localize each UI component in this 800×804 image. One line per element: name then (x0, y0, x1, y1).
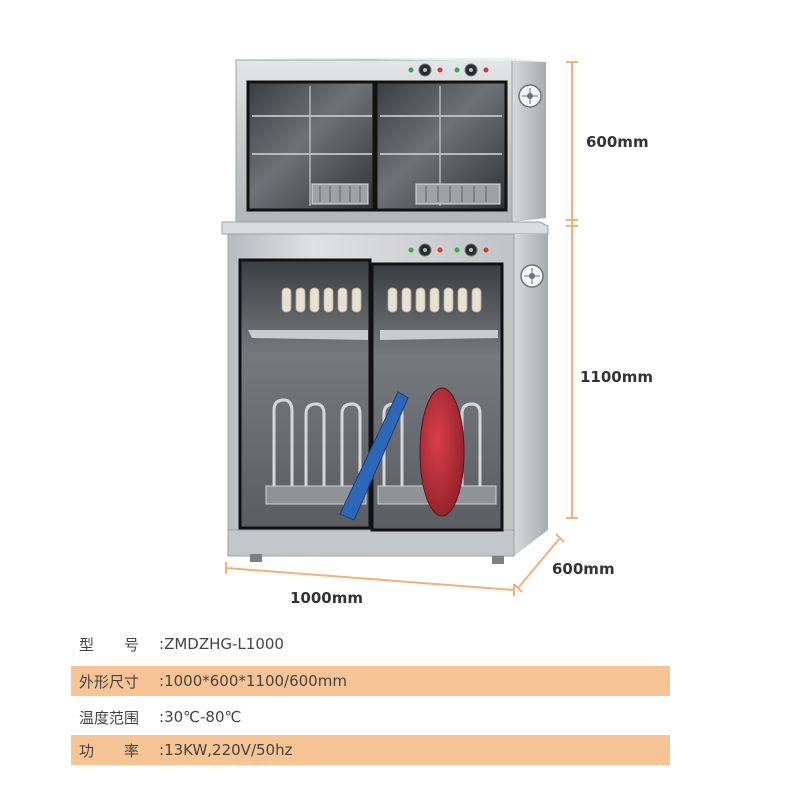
indicator-light-icon (454, 247, 460, 253)
spec-label: 功 率 (79, 741, 140, 760)
spec-separator: : (159, 708, 165, 726)
spec-row-power: 功 率 : 13KW,220V/50hz (71, 735, 670, 765)
spec-value: 30℃-80℃ (164, 708, 242, 726)
upper-height-label: 600mm (586, 133, 649, 151)
lower-cabinet (221, 221, 549, 564)
red-round-tray (419, 387, 465, 517)
spec-row-model: 型 号 : ZMDZHG-L1000 (71, 629, 670, 659)
indicator-light-icon (408, 247, 414, 253)
upper-cabinet (235, 58, 546, 223)
spec-separator: : (159, 635, 165, 653)
lower-side-panel (514, 234, 548, 556)
spec-row-temperature: 温度范围 : 30℃-80℃ (71, 702, 670, 732)
dimension-lines (225, 61, 578, 596)
spec-label: 温度范围 (79, 708, 140, 727)
spec-row-dimensions: 外形尺寸 : 1000*600*1100/600mm (71, 666, 670, 696)
spec-label: 外形尺寸 (79, 672, 140, 691)
fan-vent-icon (520, 264, 544, 288)
indicator-light-icon (437, 67, 443, 73)
width-label: 1000mm (290, 589, 364, 607)
spec-value: 1000*600*1100/600mm (164, 672, 347, 690)
depth-label: 600mm (552, 560, 615, 578)
spec-separator: : (159, 741, 165, 759)
fan-vent-icon (518, 84, 542, 108)
lower-height-label: 1100mm (580, 368, 654, 386)
indicator-light-icon (408, 67, 414, 73)
indicator-light-icon (454, 67, 460, 73)
indicator-light-icon (483, 247, 489, 253)
blue-tray (339, 391, 409, 521)
spec-label: 型 号 (79, 635, 140, 654)
indicator-light-icon (483, 67, 489, 73)
spec-value: 13KW,220V/50hz (164, 741, 293, 759)
indicator-light-icon (437, 247, 443, 253)
spec-value: ZMDZHG-L1000 (164, 635, 284, 653)
spec-separator: : (159, 672, 165, 690)
